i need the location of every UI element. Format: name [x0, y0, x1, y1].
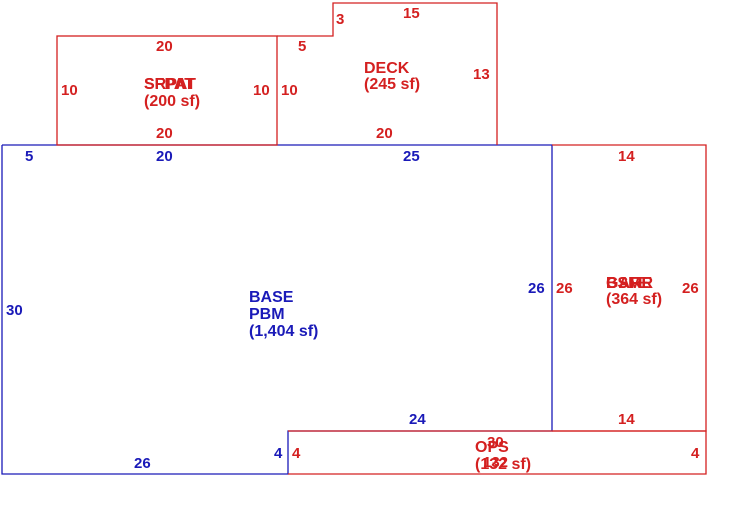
patio-dim-left: 10 [61, 82, 78, 99]
base-dim-left: 30 [6, 302, 23, 319]
base-code-label: PBM [249, 306, 285, 323]
base-dim-step: 4 [274, 445, 283, 462]
patio-area-label: (200 sf) [144, 93, 200, 110]
garage-dim-left: 26 [556, 280, 573, 297]
ops-dim-left: 4 [292, 445, 301, 462]
garage-dim-top: 14 [618, 148, 635, 165]
patio-name-label: SRPAT [144, 76, 196, 93]
deck-dim-step: 5 [298, 38, 306, 55]
patio-outline [56, 35, 278, 146]
patio-dim-bottom: 20 [156, 125, 173, 142]
deck-dim-right: 13 [473, 66, 490, 83]
ops-outline [288, 430, 707, 475]
deck-dim-left: 10 [281, 82, 298, 99]
base-dim-top-a: 20 [156, 148, 173, 165]
base-dim-top-left: 5 [25, 148, 33, 165]
ops-dim-right: 4 [691, 445, 700, 462]
ops-overlap-label-1: 30 [487, 434, 504, 451]
ops-overlap-label-2: 132 [483, 454, 508, 471]
base-dim-bottom: 26 [134, 455, 151, 472]
base-name-label: BASE [249, 289, 294, 306]
garage-dim-bottom: 14 [618, 411, 635, 428]
ops-name-label: OPS [475, 439, 509, 456]
garage-name-label: BSMR [606, 275, 654, 292]
garage-overlap-label-1: BSFE [606, 275, 649, 292]
deck-outline [277, 2, 498, 145]
deck-name-label: DECK [364, 60, 410, 77]
garage-dim-right: 26 [682, 280, 699, 297]
base-dim-inner: 24 [409, 411, 426, 428]
ops-area-label: (132 sf) [475, 456, 531, 473]
base-area-label: (1,404 sf) [249, 323, 318, 340]
patio-overlap-label: SFPAT [144, 76, 194, 93]
patio-dim-top: 20 [156, 38, 173, 55]
deck-dim-notch: 3 [336, 11, 344, 28]
base-dim-top-b: 25 [403, 148, 420, 165]
deck-area-label: (245 sf) [364, 76, 420, 93]
patio-dim-right: 10 [253, 82, 270, 99]
deck-dim-top: 15 [403, 5, 420, 22]
garage-area-label: (364 sf) [606, 291, 662, 308]
base-dim-right: 26 [528, 280, 545, 297]
garage-overlap-label-2: GARE [606, 275, 653, 292]
deck-dim-bottom: 20 [376, 125, 393, 142]
